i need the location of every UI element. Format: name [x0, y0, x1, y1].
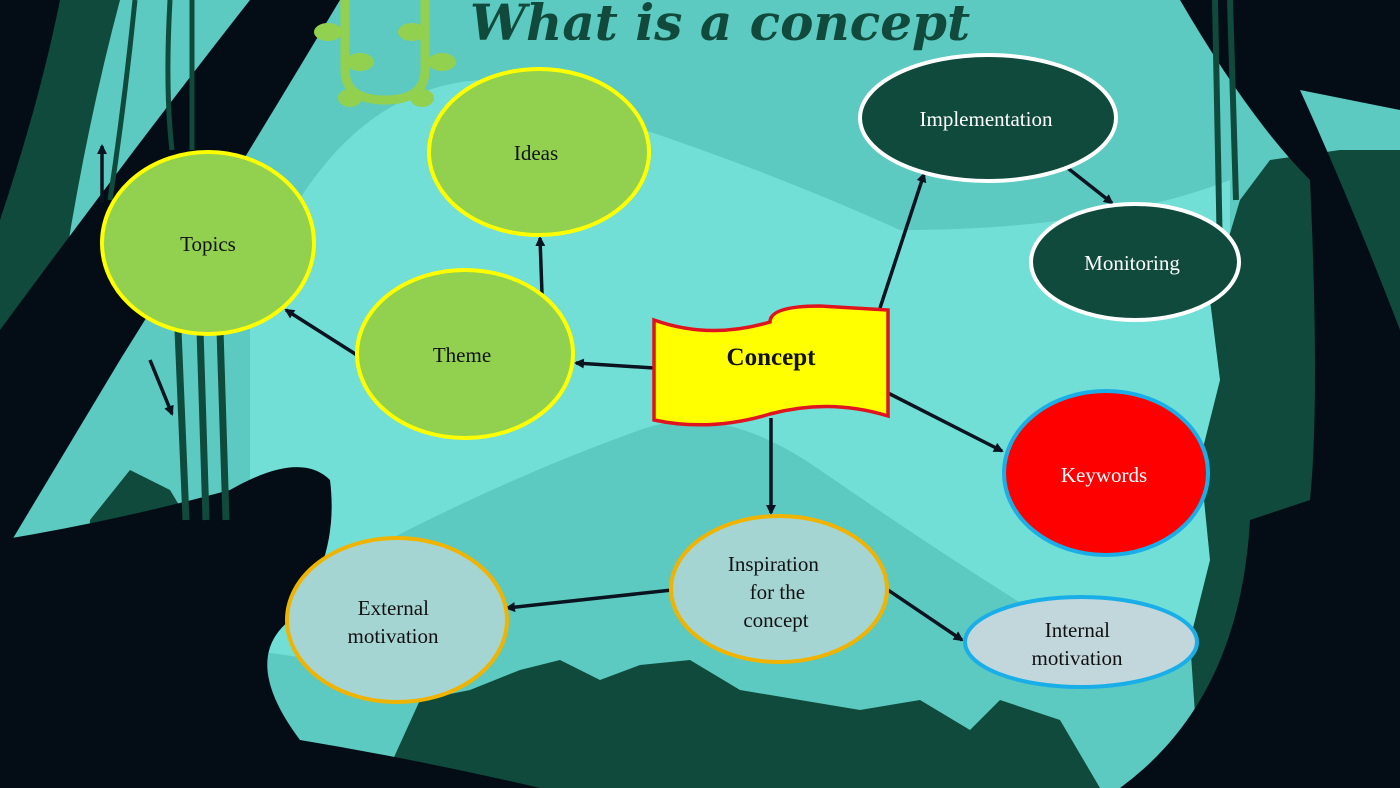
arrow-concept-keywords	[887, 391, 1004, 453]
node-ideas[interactable]: Ideas	[427, 67, 651, 237]
node-implementation-label: Implementation	[920, 107, 1053, 131]
node-implementation[interactable]: Implementation	[858, 53, 1118, 183]
node-keywords-label: Keywords	[1061, 463, 1147, 487]
vine-decoration-icon	[314, 0, 456, 107]
slide-title: What is a concept	[470, 0, 970, 52]
node-external-motivation[interactable]: External motivation	[285, 536, 509, 704]
node-inspiration[interactable]: Inspiration for the concept	[669, 514, 889, 664]
node-inspiration-label: Inspiration for the concept	[728, 552, 824, 632]
arrow-concept-implementation	[878, 172, 927, 309]
node-external-label: External motivation	[348, 596, 439, 648]
node-monitoring-label: Monitoring	[1084, 251, 1180, 275]
arrow-inspiration-external	[505, 588, 673, 613]
node-keywords[interactable]: Keywords	[1002, 389, 1210, 557]
node-internal-label: Internal motivation	[1032, 618, 1123, 670]
node-topics[interactable]: Topics	[100, 150, 316, 336]
arrow-theme-ideas	[535, 236, 546, 295]
connectors	[97, 144, 1114, 642]
node-internal-motivation[interactable]: Internal motivation	[963, 595, 1199, 689]
arrow-decor-down	[148, 359, 174, 416]
node-topics-label: Topics	[180, 232, 236, 256]
central-concept-banner[interactable]: Concept	[652, 304, 890, 427]
central-concept-label: Concept	[727, 344, 817, 371]
arrow-inspiration-internal	[887, 588, 964, 642]
arrow-theme-topics	[284, 308, 361, 359]
node-theme[interactable]: Theme	[355, 268, 575, 440]
arrow-concept-theme	[574, 358, 655, 370]
node-monitoring[interactable]: Monitoring	[1029, 202, 1241, 322]
node-theme-label: Theme	[433, 343, 491, 367]
node-ideas-label: Ideas	[514, 141, 558, 165]
